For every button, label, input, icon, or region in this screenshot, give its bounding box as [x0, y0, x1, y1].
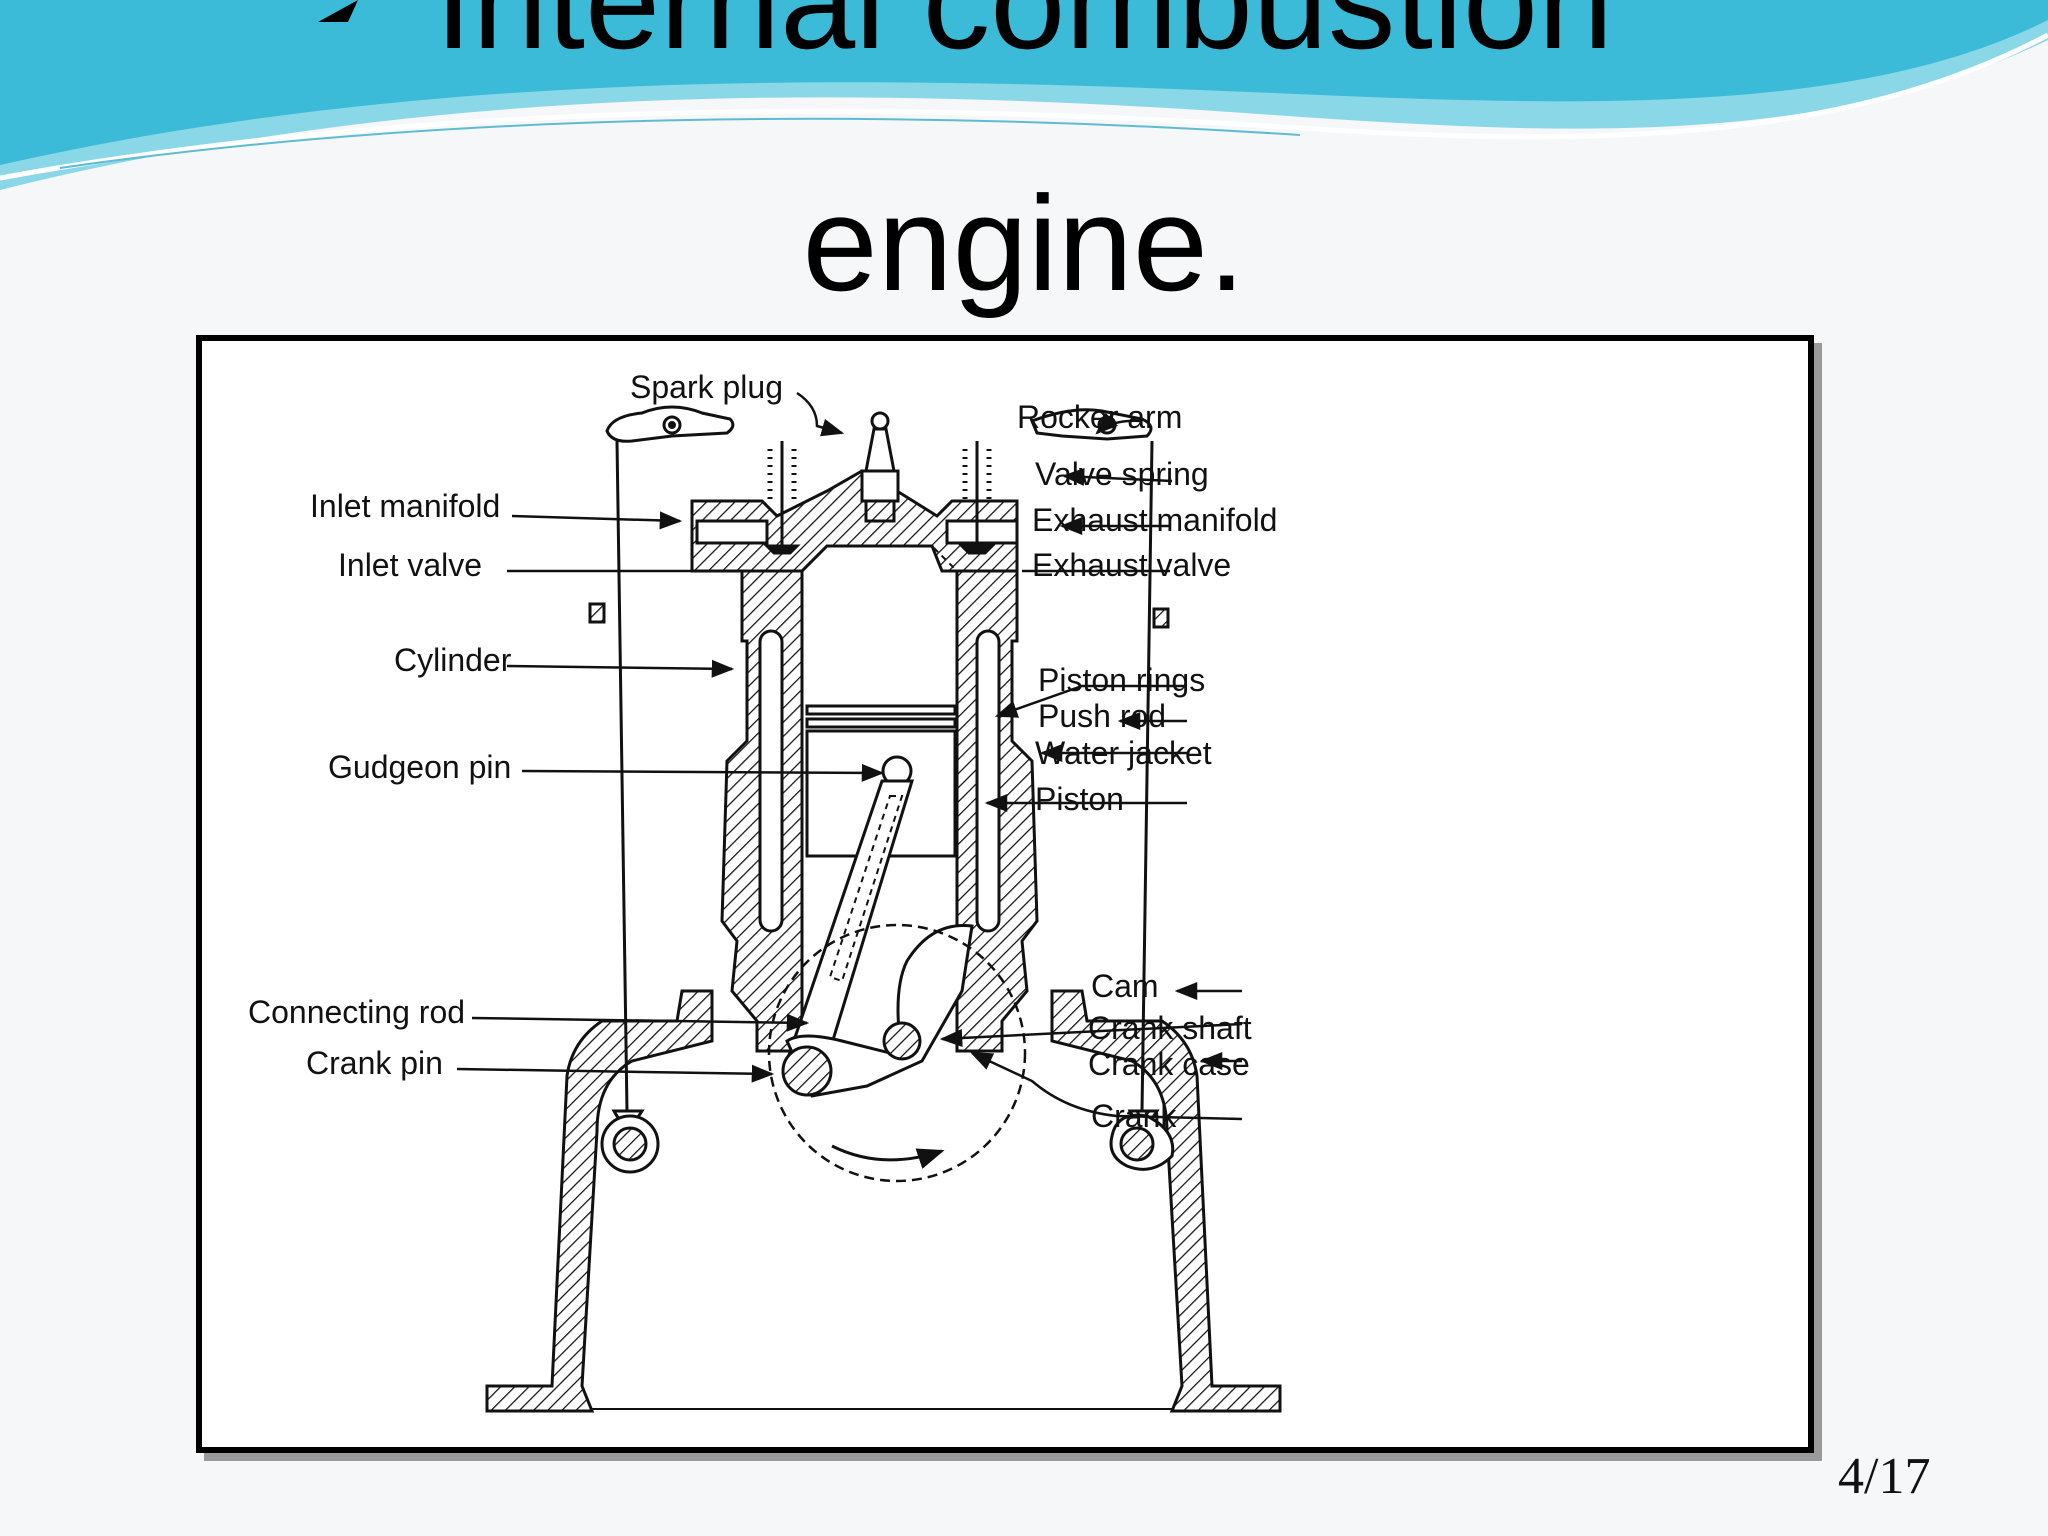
leader-lines: [456, 391, 1243, 1121]
label-spark-plug: Spark plug: [630, 369, 783, 405]
label-crank-shaft: Crank shaft: [1088, 1010, 1252, 1046]
label-valve-spring: Valve spring: [1035, 456, 1209, 492]
label-rocker-arm: Rocker arm: [1017, 399, 1182, 435]
label-crank: Crank: [1091, 1098, 1177, 1134]
exhaust-manifold-passage: [945, 519, 1019, 545]
slide-title-line-1: Internal combustion: [434, 0, 1614, 77]
crank-web: [785, 923, 974, 1098]
crank-case: [485, 989, 714, 1413]
wave-dark-band: [0, 0, 2048, 165]
label-exhaust-valve: Exhaust valve: [1032, 547, 1231, 583]
cam-left-shaft: [612, 1126, 648, 1162]
valve-spring-right: [962, 449, 992, 501]
wave-thin-line: [59, 117, 1301, 169]
label-water-jacket: Water jacket: [1035, 735, 1212, 771]
piston-ring-bottom: [805, 717, 957, 729]
rocker-arm-right: [1030, 408, 1153, 441]
engine-drawing: [485, 405, 1282, 1413]
bolt-left: [588, 602, 606, 624]
engine-diagram: Spark plug Rocker arm Valve spring Inlet…: [248, 369, 1282, 1413]
water-jacket-right: [975, 629, 1001, 933]
combustion-chamber: [801, 545, 958, 572]
inlet-manifold-passage: [695, 519, 769, 545]
engine-diagram-figure: Spark plug Rocker arm Valve spring Inlet…: [196, 335, 1814, 1453]
cam-right-shaft: [1119, 1126, 1155, 1162]
label-connecting-rod: Connecting rod: [248, 994, 465, 1030]
label-inlet-manifold: Inlet manifold: [310, 488, 500, 524]
crank-path: [767, 923, 1027, 1183]
label-push-rod: Push rod: [1038, 698, 1166, 734]
exhaust-valve-head: [958, 544, 996, 555]
push-rod-right: [1140, 440, 1154, 1112]
label-piston-rings: Piston rings: [1038, 662, 1205, 698]
spark-plug-body: [860, 411, 900, 523]
header-wave: [0, 0, 2048, 190]
label-cam: Cam: [1091, 968, 1159, 1004]
label-inlet-valve: Inlet valve: [338, 547, 482, 583]
diagram-labels: Spark plug Rocker arm Valve spring Inlet…: [248, 369, 1277, 1134]
crank-pin-disc: [781, 1045, 833, 1097]
bolt-right: [1152, 607, 1170, 629]
label-piston: Piston: [1035, 781, 1124, 817]
crank-rotation-arrow: [831, 1144, 945, 1169]
label-crank-case: Crank case: [1088, 1046, 1250, 1082]
crank-shaft-disc: [882, 1021, 922, 1061]
page-number: 4/17: [1838, 1448, 1931, 1505]
wave-white-line: [0, 32, 2048, 181]
label-cylinder: Cylinder: [394, 642, 512, 678]
valve-spring-left: [767, 449, 797, 501]
water-jacket-left: [758, 629, 784, 933]
piston-ring-top: [805, 704, 957, 716]
label-crank-pin: Crank pin: [306, 1045, 443, 1081]
inlet-valve-head: [763, 544, 801, 555]
label-gudgeon-pin: Gudgeon pin: [328, 749, 511, 785]
slide-title-line-2: engine.: [802, 168, 1246, 319]
push-rod-left: [615, 440, 629, 1112]
arrow-bullet-icon: [318, 0, 358, 22]
label-exhaust-manifold: Exhaust manifold: [1032, 502, 1277, 538]
